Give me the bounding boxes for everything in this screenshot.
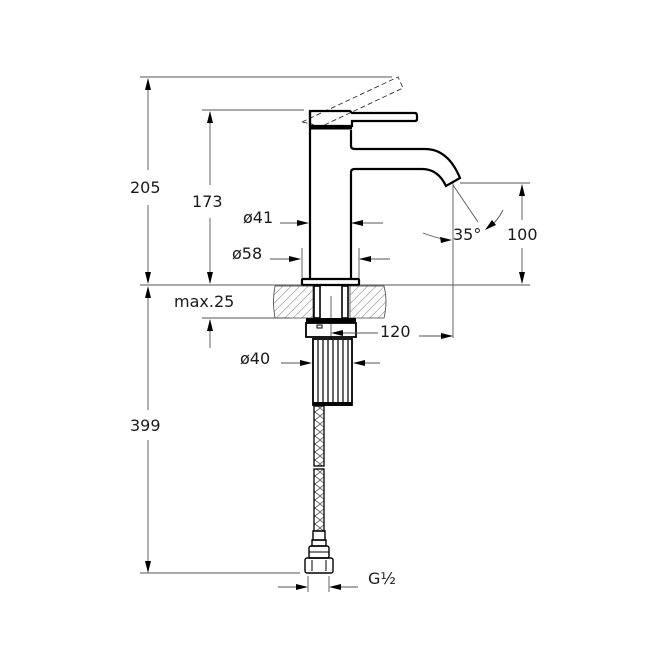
spout xyxy=(349,145,462,188)
dimension-hose-length: 399 xyxy=(130,286,161,573)
dimension-base-diameter: ø58 xyxy=(232,244,390,280)
lever-handle xyxy=(308,109,419,128)
dimension-body-diameter: ø41 xyxy=(243,208,383,227)
body-diameter-label: ø41 xyxy=(243,208,273,227)
dimension-spout: 35° 100 xyxy=(422,183,538,338)
dimension-spout-reach: 120 xyxy=(380,322,453,341)
spout-reach-label: 120 xyxy=(380,322,411,341)
threaded-shank xyxy=(312,338,353,406)
dimension-counter-thickness: max.25 xyxy=(174,292,234,348)
spout-angle-label: 35° xyxy=(453,225,481,244)
dimension-connection-thread: G½ xyxy=(278,569,396,592)
connection-thread-label: G½ xyxy=(368,569,396,588)
hose-connector xyxy=(304,530,334,574)
braided-hose xyxy=(313,405,325,532)
hose-length-label: 399 xyxy=(130,416,161,435)
dimension-total-height: 205 xyxy=(130,78,161,284)
countertop-section xyxy=(273,285,387,340)
total-height-label: 205 xyxy=(130,178,161,197)
shank-diameter-label: ø40 xyxy=(240,349,270,368)
faucet-body xyxy=(300,76,462,287)
base-diameter-label: ø58 xyxy=(232,244,262,263)
spout-height-label: 100 xyxy=(507,225,538,244)
base-flange xyxy=(300,277,361,287)
body-height-label: 173 xyxy=(192,192,223,211)
dimension-body-height: 173 xyxy=(192,111,223,284)
reference-lines xyxy=(140,76,530,574)
mounting-nut xyxy=(305,318,378,338)
dimension-shank-diameter: ø40 xyxy=(240,349,380,368)
counter-thickness-label: max.25 xyxy=(174,292,234,311)
